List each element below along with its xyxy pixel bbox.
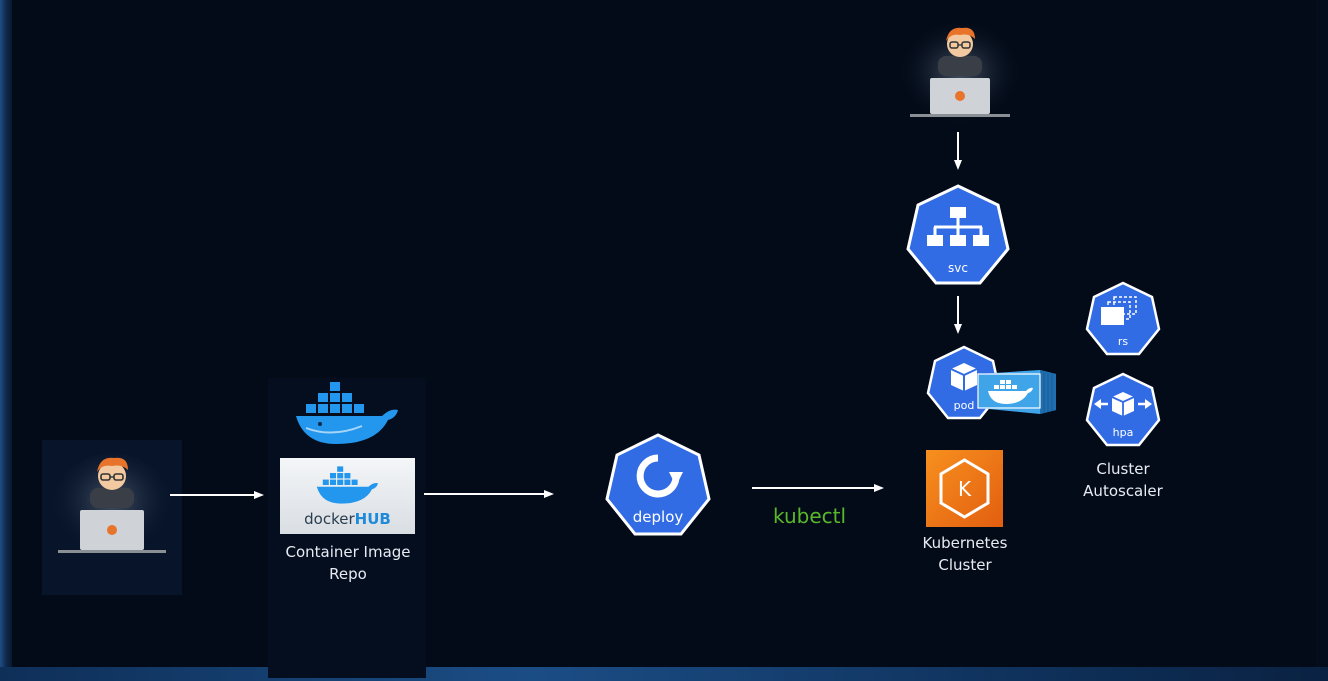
svc-label: svc [948,261,968,275]
container-icon [977,370,1056,414]
arrow-svc-to-pod [954,296,962,334]
container-repo-label-line2: Repo [329,565,367,583]
cluster-autoscaler-label-line2: Autoscaler [1083,482,1163,500]
dockerhub-text-docker: docker [304,510,355,528]
developer-laptop-icon [902,22,1018,122]
kubernetes-cluster-label-line2: Cluster [938,556,992,574]
eks-hexagon-icon: K [939,458,990,519]
container-repo-label-line1: Container Image [285,543,411,561]
pod-label: pod [954,399,975,412]
kubernetes-cluster-label: Kubernetes Cluster [895,532,1035,576]
container-repo-label: Container Image Repo [272,541,424,585]
kubernetes-cluster-label-line1: Kubernetes [922,534,1008,552]
developer-laptop-icon [54,453,170,557]
dockerhub-logo-icon: dockerHUB [280,458,415,534]
bottom-border [0,667,1328,681]
docker-whale-icon [296,382,398,444]
dockerhub-text-hub: HUB [354,510,391,528]
arrow-dev-to-repo [170,491,264,499]
svg-text:K: K [958,477,972,501]
deploy-icon: deploy [605,433,711,536]
deploy-label: deploy [633,508,684,526]
kubectl-label: kubectl [773,504,847,528]
service-icon: svc [906,184,1010,285]
pod-icon: pod [926,345,1002,420]
arrow-repo-to-deploy [424,490,554,498]
arrow-deploy-to-cluster [752,484,884,492]
rs-label: rs [1118,335,1129,348]
eks-icon: K [926,450,1003,527]
arrow-dev-to-svc [954,132,962,170]
dockerhub-wordmark: dockerHUB [280,510,415,528]
cluster-autoscaler-label-line1: Cluster [1096,460,1150,478]
cluster-autoscaler-label: Cluster Autoscaler [1058,458,1188,502]
hpa-label: hpa [1113,426,1134,439]
dockerhub-whale-icon [316,466,378,504]
replicaset-icon: rs [1085,281,1161,356]
hpa-icon: hpa [1085,372,1161,447]
